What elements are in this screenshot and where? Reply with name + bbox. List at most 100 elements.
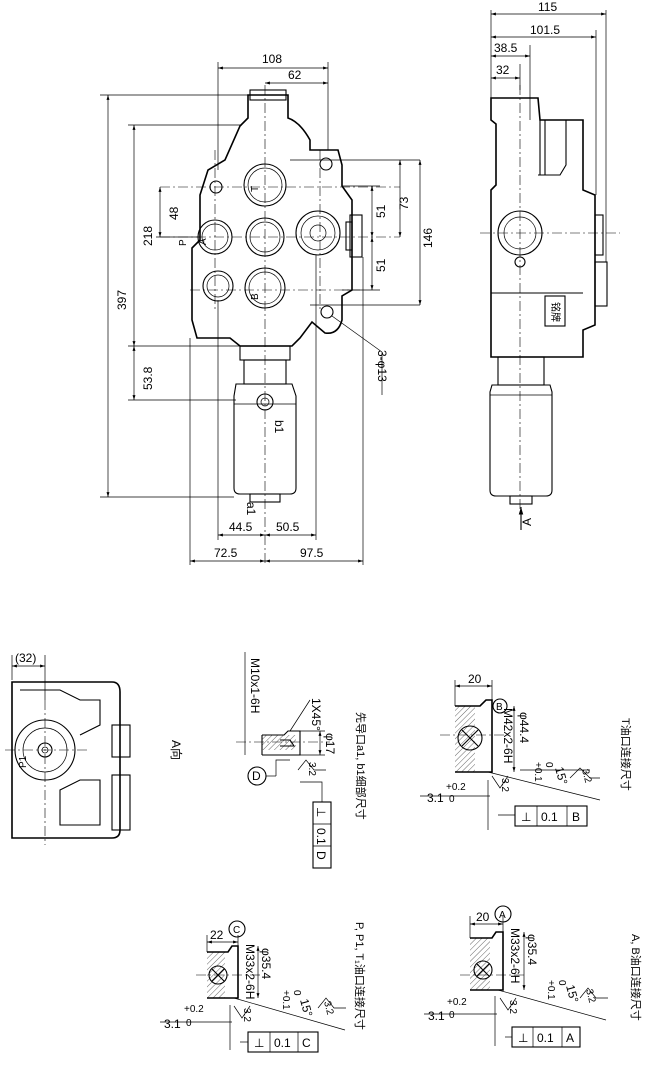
p-tol-value: 0.1 xyxy=(274,1036,291,1050)
ab-tol-value: 0.1 xyxy=(537,1031,554,1045)
dim-62: 62 xyxy=(288,68,302,82)
mount-hole-2 xyxy=(319,157,333,171)
p-depth2-tol-upper: +0.2 xyxy=(184,1004,204,1015)
t-dia-tol-lower: 0 xyxy=(543,762,554,768)
dim-32: 32 xyxy=(496,63,510,77)
pilot-tol-value: 0.1 xyxy=(314,828,328,845)
ab-tol-datum: A xyxy=(566,1031,574,1045)
t-datum: B xyxy=(496,702,503,713)
view-a-port-label: P1 xyxy=(18,755,29,768)
port-label-B: B xyxy=(250,293,261,300)
t-depth2-tol-upper: +0.2 xyxy=(446,782,466,793)
ab-roughness-2: 3.2 xyxy=(507,1000,518,1014)
p-dia-tol-lower: 0 xyxy=(291,990,302,996)
dim-146: 146 xyxy=(421,228,435,248)
p-roughness-1: 3.2 xyxy=(321,1000,335,1017)
dim-397: 397 xyxy=(115,290,129,310)
t-caption: T油口连接尺寸 xyxy=(619,718,633,791)
p-angle: 15° xyxy=(297,997,315,1018)
valve-body-outline xyxy=(191,94,353,347)
pilot-label-b1: b1 xyxy=(272,420,286,434)
p-dia-main: φ35.4 xyxy=(259,948,273,979)
p-caption: P, P1, T₁油口连接尺寸 xyxy=(353,922,367,1030)
dim-53.8: 53.8 xyxy=(141,366,155,390)
t-tol-value: 0.1 xyxy=(541,810,558,824)
view-arrow-label: A xyxy=(520,518,534,526)
dim-50.5: 50.5 xyxy=(276,520,300,534)
ab-roughness-1: 3.2 xyxy=(583,988,597,1005)
t-depth2-tol-lower: 0 xyxy=(449,794,455,805)
t-dia-tol-upper: +0.1 xyxy=(532,762,543,782)
mount-hole-1 xyxy=(209,180,223,194)
p-depth: 22 xyxy=(210,928,224,942)
ab-depth: 20 xyxy=(476,910,490,924)
dim-38.5: 38.5 xyxy=(494,41,518,55)
port-A xyxy=(295,210,341,256)
ab-dia-tol-upper: +0.1 xyxy=(545,980,556,1000)
port-label-T: T xyxy=(250,186,261,192)
t-thread: M42x2-6H xyxy=(501,708,515,763)
ab-port-detail: 20 A M33x2-6H φ35.4 +0.1 0 15° 3.2 3.2 3… xyxy=(424,905,643,1048)
pilot-tol-symbol: ⊥ xyxy=(314,807,328,817)
p-depth2-tol-lower: 0 xyxy=(186,1018,192,1029)
port-T xyxy=(243,163,287,207)
t-dia-main: φ44.4 xyxy=(517,712,531,743)
side-body-outline xyxy=(490,97,596,358)
dim-218: 218 xyxy=(141,226,155,246)
t-roughness-2: 3.2 xyxy=(499,778,510,792)
pilot-chamfer: 1X45° xyxy=(309,698,323,731)
t-roughness-1: 3.2 xyxy=(579,768,593,785)
p-depth2: 3.1 xyxy=(164,1017,181,1031)
dim-97.5: 97.5 xyxy=(300,546,324,560)
p-port-detail: 22 C M33x2-6H φ35.4 +0.1 0 15° 3.2 3.2 3… xyxy=(160,920,367,1053)
side-view: 铭牌 A 115 101.5 38.5 32 xyxy=(480,0,620,530)
t-tol-datum: B xyxy=(572,810,580,824)
p-datum: C xyxy=(233,925,240,936)
pilot-tol-datum: D xyxy=(314,851,328,860)
p-dia-tol-upper: +0.1 xyxy=(280,990,291,1010)
t-depth: 20 xyxy=(468,672,482,686)
ab-dia-tol-lower: 0 xyxy=(556,980,567,986)
dim-72.5: 72.5 xyxy=(214,546,238,560)
mount-hole-3 xyxy=(320,305,334,319)
ab-depth2-tol-upper: +0.2 xyxy=(447,997,467,1008)
pilot-port-b1 xyxy=(256,393,274,411)
ab-thread: M33x2-6H xyxy=(508,928,522,983)
t-angle: 15° xyxy=(552,765,570,786)
p-thread: M33x2-6H xyxy=(243,944,257,999)
ab-tol-symbol: ⊥ xyxy=(518,1031,528,1045)
t-depth2: 3.1 xyxy=(427,791,444,805)
pilot-caption: 先导口a1, b1细部尺寸 xyxy=(354,712,368,820)
ab-caption: A, B油口连接尺寸 xyxy=(629,934,643,1021)
port-B xyxy=(244,267,286,309)
port-P1 xyxy=(202,270,234,302)
dim-73: 73 xyxy=(397,196,411,210)
view-a: P1 (32) A向 xyxy=(5,651,184,845)
pilot-roughness: 3.2 xyxy=(306,762,317,776)
port-label-A: A xyxy=(198,238,209,245)
pilot-label-a1: a1 xyxy=(244,502,258,516)
ab-datum: A xyxy=(499,910,506,921)
pilot-dia: φ17 xyxy=(323,733,337,754)
port-center xyxy=(245,217,285,257)
pilot-port-detail: M10x1-6H 1X45° φ17 3.2 D ⊥ 0.1 D 先导口a1, … xyxy=(236,652,368,869)
front-view: T P A B b1 a1 108 62 397 218 48 xyxy=(100,52,435,565)
ab-dia-main: φ35.4 xyxy=(525,934,539,965)
p-roughness-2: 3.2 xyxy=(241,1008,252,1022)
nameplate-label: 铭牌 xyxy=(549,302,562,322)
dim-115: 115 xyxy=(538,0,557,14)
dim-51-lower: 51 xyxy=(374,258,388,272)
t-tol-symbol: ⊥ xyxy=(521,810,531,824)
ab-angle: 15° xyxy=(563,983,581,1004)
dim-108: 108 xyxy=(262,52,282,66)
dim-48: 48 xyxy=(167,206,181,220)
ab-depth2-tol-lower: 0 xyxy=(449,1010,455,1021)
p-tol-datum: C xyxy=(302,1036,311,1050)
dim-101.5: 101.5 xyxy=(530,23,560,37)
view-a-caption: A向 xyxy=(169,740,184,760)
dim-51-upper: 51 xyxy=(374,204,388,218)
ab-depth2: 3.1 xyxy=(428,1009,445,1023)
dim-44.5: 44.5 xyxy=(229,520,253,534)
p-tol-symbol: ⊥ xyxy=(254,1036,264,1050)
